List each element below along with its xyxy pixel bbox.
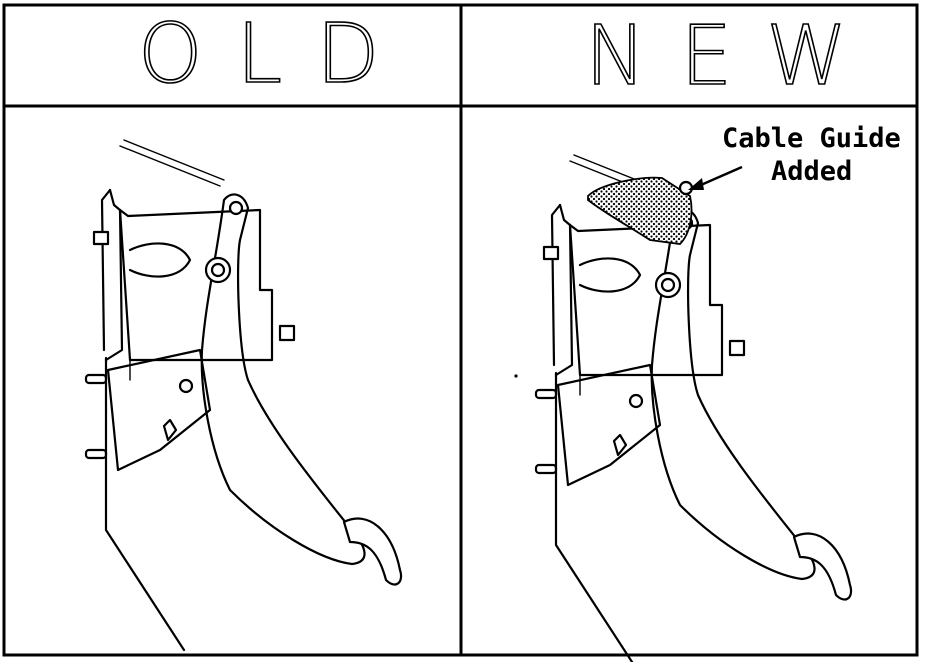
old-pedal-illustration <box>84 138 403 652</box>
header-old: OLD <box>138 7 413 102</box>
cable-guide-stippled <box>587 176 693 245</box>
scan-speck <box>514 374 518 378</box>
new-pedal-illustration <box>534 153 853 662</box>
header-new: NEW <box>585 9 881 104</box>
callout-arrow <box>688 165 743 190</box>
callout-line-2: Added <box>771 156 852 187</box>
callout-line-1: Cable Guide <box>722 123 901 154</box>
cable-guide-bolt <box>678 180 694 196</box>
